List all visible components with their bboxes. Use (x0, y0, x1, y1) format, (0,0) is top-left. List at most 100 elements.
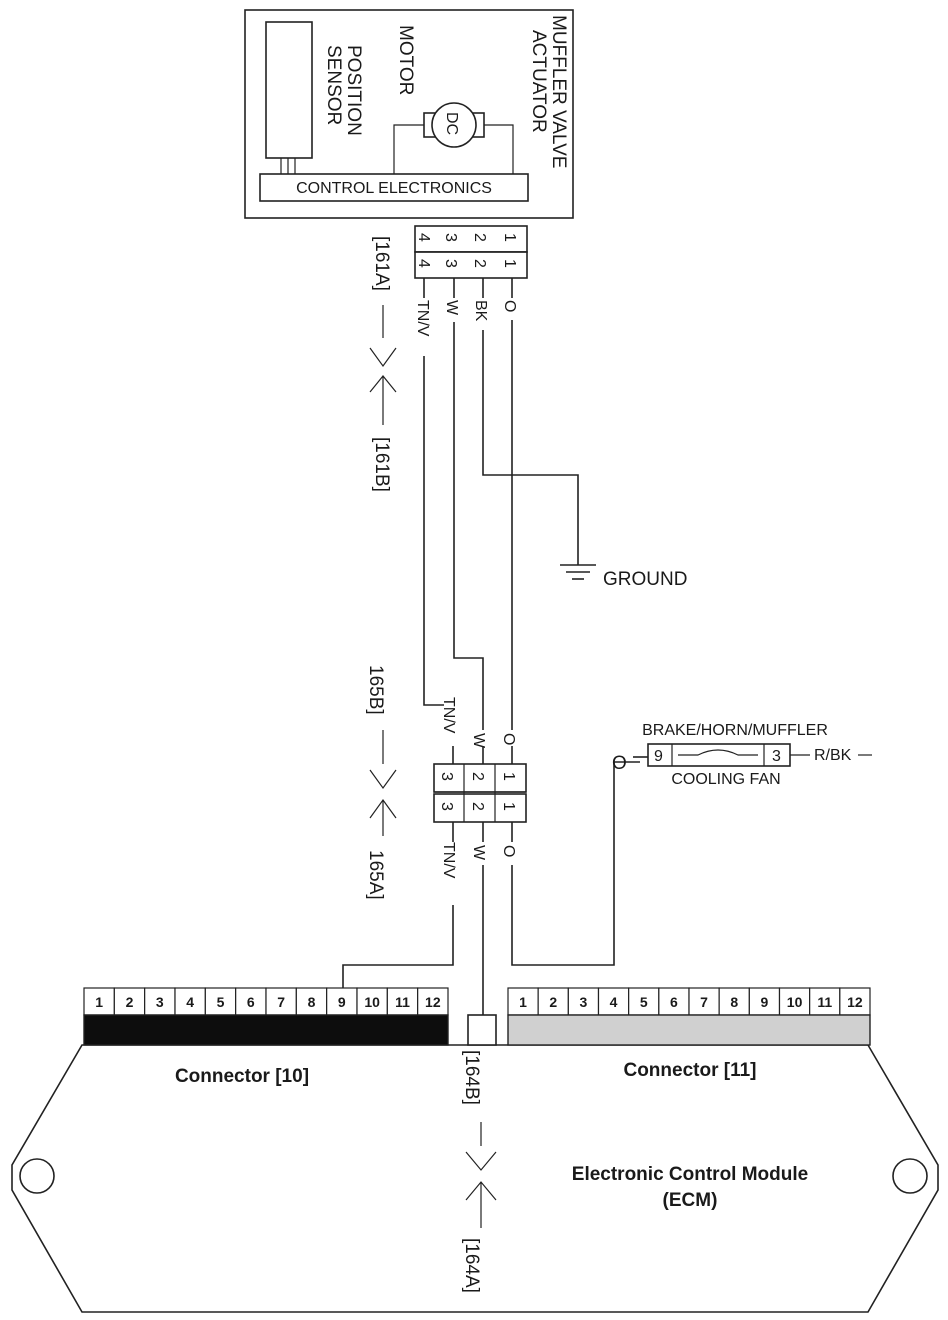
control-electronics-label: CONTROL ELECTRONICS (296, 180, 492, 197)
wire-w-label-3: W (470, 845, 487, 861)
connector-11-pin-11: 11 (817, 994, 832, 1010)
connector-11-label: Connector [11] (623, 1060, 756, 1081)
fuse-label-bottom: COOLING FAN (671, 771, 780, 788)
connector-10-pin-5: 5 (217, 994, 225, 1010)
connector-10-pin-2: 2 (126, 994, 134, 1010)
connector-11-pin-12: 12 (847, 994, 863, 1010)
pin-161a-3: 3 (442, 233, 459, 242)
position-sensor-label-line1: POSITION (343, 45, 364, 136)
ecm-mount-hole-right (892, 1158, 928, 1194)
connector-165: 3 2 1 3 2 1 (433, 763, 527, 823)
ecm-title-line2: (ECM) (663, 1190, 718, 1211)
connector-10-pin-7: 7 (277, 994, 285, 1010)
connector-11-pin-4: 4 (610, 994, 618, 1010)
connector-165a-label: 165A] (365, 850, 386, 900)
position-sensor (265, 21, 313, 159)
wire-w-label-1: W (443, 300, 460, 316)
pin-161b-3: 3 (442, 259, 459, 268)
connector-10-cell-11 (386, 987, 419, 1016)
connector-161b-label: [161B] (371, 437, 392, 492)
pin-165a-1: 1 (500, 802, 517, 811)
fuse-pin-left: 9 (654, 748, 663, 765)
connector-10-body (83, 1014, 449, 1046)
pin-161b-1: 1 (501, 259, 518, 268)
ground-label: GROUND (603, 569, 687, 590)
connector-11-pin-7: 7 (700, 994, 708, 1010)
connector-10-cell-3 (144, 987, 176, 1016)
connector-11-pin-9: 9 (761, 994, 769, 1010)
connector-10-pin-9: 9 (338, 994, 346, 1010)
connector-10-pin-6: 6 (247, 994, 255, 1010)
wire-o-label-1: O (501, 300, 518, 312)
fuse-label-top: BRAKE/HORN/MUFFLER (642, 722, 828, 739)
connector-10-pin-10: 10 (364, 994, 380, 1010)
motor-label: MOTOR (395, 25, 416, 95)
fuse-pin-right: 3 (772, 748, 781, 765)
connector-10-cell-5 (204, 987, 237, 1016)
connector-11-pin-8: 8 (730, 994, 738, 1010)
connector-11-cell-8 (718, 987, 750, 1016)
pin-161a-4: 4 (415, 233, 432, 242)
connector-10-cell-7 (265, 987, 297, 1016)
wire-o-label-2: O (500, 733, 517, 745)
connector-11-pin-10: 10 (787, 994, 803, 1010)
wire-o-label-3: O (500, 845, 517, 857)
wire-tnv-label-1: TN/V (414, 300, 431, 337)
wire-bk-label: BK (472, 300, 489, 322)
connector-161a-label: [161A] (371, 236, 392, 291)
connector-164b-body (467, 1014, 497, 1046)
ground-symbol-icon (560, 564, 596, 580)
actuator-title-line2: ACTUATOR (528, 30, 549, 133)
connector-165b-label: 165B] (365, 665, 386, 715)
connector-10-cell-4 (174, 987, 206, 1016)
wires (342, 278, 648, 1015)
pin-165a-3: 3 (438, 802, 455, 811)
connector-10-pin-12: 12 (425, 994, 441, 1010)
ecm-mount-hole-left (19, 1158, 55, 1194)
pin-161b-4: 4 (415, 259, 432, 268)
connector-10-pin-1: 1 (95, 994, 103, 1010)
actuator-title-line1: MUFFLER VALVE (548, 15, 569, 168)
position-sensor-label-line2: SENSOR (323, 45, 344, 125)
connector-11-cell-1 (507, 987, 539, 1016)
pin-165b-2: 2 (469, 772, 486, 781)
dc-label: DC (443, 112, 460, 135)
connector-11-cell-3 (567, 987, 600, 1016)
pin-161a-2: 2 (471, 233, 488, 242)
wire-tnv-label-3: TN/V (440, 842, 457, 879)
pin-165b-3: 3 (438, 772, 455, 781)
ecm-title-line1: Electronic Control Module (572, 1164, 808, 1185)
connector-10-pin-8: 8 (308, 994, 316, 1010)
connector-11-pin-1: 1 (519, 994, 527, 1010)
control-electronics (259, 173, 529, 202)
connector-164b-label: [164B] (461, 1050, 482, 1105)
fuse-wire-left: O (612, 753, 627, 774)
fuse-wire-right: R/BK (814, 747, 852, 764)
connector-10-cell-6 (235, 987, 267, 1016)
wire-tnv-label-2: TN/V (440, 697, 457, 734)
ecm-housing (11, 1044, 939, 1313)
connector-11-pin-3: 3 (580, 994, 588, 1010)
pin-161a-1: 1 (501, 233, 518, 242)
wire-w-label-2: W (470, 733, 487, 749)
connector-10-pin-3: 3 (156, 994, 164, 1010)
pin-165b-1: 1 (500, 772, 517, 781)
connector-11-pin-6: 6 (670, 994, 678, 1010)
connector-10-cell-1 (83, 987, 115, 1016)
connector-164a-label: [164A] (461, 1238, 482, 1293)
fuse-element-icon (678, 749, 758, 756)
connector-11-body (507, 1014, 871, 1046)
fuse: BRAKE/HORN/MUFFLER O 9 3 R/BK COOLING FA… (612, 722, 872, 788)
connector-10-label: Connector [10] (175, 1066, 309, 1087)
connector-11-pin-2: 2 (549, 994, 557, 1010)
connector-11-cell-9 (748, 987, 781, 1016)
pin-165a-2: 2 (469, 802, 486, 811)
muffler-valve-actuator: MUFFLER VALVE ACTUATOR POSITION SENSOR M… (244, 9, 574, 219)
connector-10-pin-4: 4 (186, 994, 194, 1010)
pin-161b-2: 2 (471, 259, 488, 268)
connector-11-pin-5: 5 (640, 994, 648, 1010)
